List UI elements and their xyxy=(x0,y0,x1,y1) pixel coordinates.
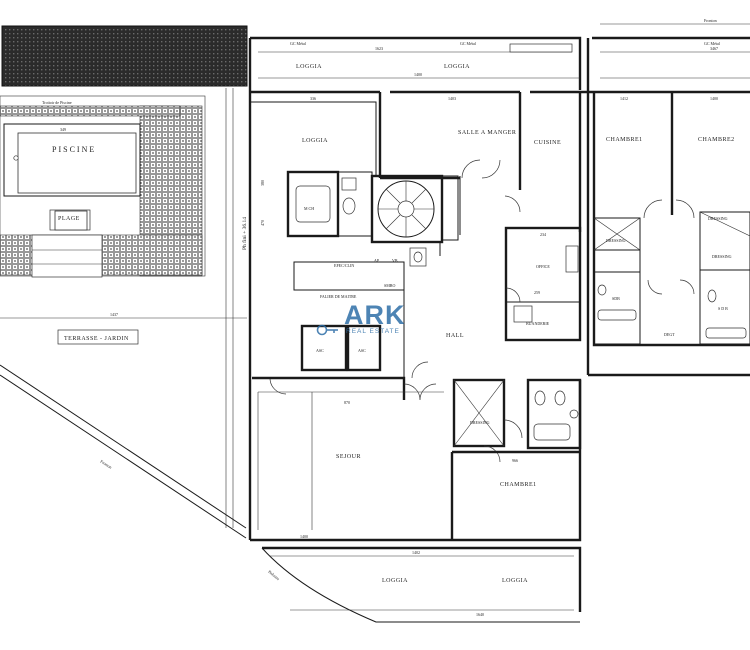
dim-top-3: 1400 xyxy=(414,72,422,77)
pool-outline xyxy=(3,123,141,197)
dim-dining: 1403 xyxy=(448,96,456,101)
dim-inner-loggia: 336 xyxy=(310,96,316,101)
pool-top-note: Trottoir de Piscine xyxy=(42,100,72,105)
pool-deck-outline xyxy=(0,95,206,277)
office-label: OFFICE xyxy=(536,264,550,269)
loggia-bottom1-label: LOGGIA xyxy=(382,578,408,584)
elevation-note: Ph fini + 36.14 xyxy=(241,217,248,250)
loggia-top-left-label: LOGGIA xyxy=(296,64,322,70)
ap-label: AP xyxy=(374,258,380,263)
beach-label: PLAGE xyxy=(58,216,80,222)
pool-dim: 349 xyxy=(60,127,66,132)
dim-left-1: 470 xyxy=(260,220,265,226)
outer-wall-top xyxy=(250,36,750,90)
efec-label: EFEC/CLIN xyxy=(334,263,354,268)
hall-label: HALL xyxy=(446,333,464,339)
terrace-label: TERRASSE - JARDIN xyxy=(64,336,129,342)
sdb1-label: SDB xyxy=(612,296,620,301)
pool-water xyxy=(17,132,137,194)
chambre2-label: CHAMBRE2 xyxy=(698,137,735,143)
outer-wall-right-wing xyxy=(586,38,750,377)
dim-top-2: 3467 xyxy=(710,46,718,51)
dim-bottom-1: 1402 xyxy=(412,550,420,555)
roof-hatch xyxy=(1,25,248,87)
outer-wall-bottom-top xyxy=(250,380,582,542)
terrace-dim: 1437 xyxy=(110,312,118,317)
dim-left-2: 380 xyxy=(260,180,265,186)
balustre-note: Balustre xyxy=(267,569,281,582)
chambre1-label: CHAMBRE1 xyxy=(606,137,643,143)
pool-drain xyxy=(13,155,19,161)
chambre3-label: CHAMBRE1 xyxy=(500,482,537,488)
sdb2-label: S D B xyxy=(718,306,728,311)
asc2-label: ASC xyxy=(358,348,366,353)
vb-label: VB xyxy=(392,258,398,263)
loggia-top-mid-label: LOGGIA xyxy=(444,64,470,70)
loggia-bottom2-label: LOGGIA xyxy=(502,578,528,584)
dim-ch2: 1400 xyxy=(710,96,718,101)
dim-office: 234 xyxy=(540,232,546,237)
dining-label: SALLE A MANGER xyxy=(458,130,516,136)
asc1-label: ASC xyxy=(316,348,324,353)
pool-steps xyxy=(31,234,103,278)
pool-beach-block xyxy=(54,210,88,231)
smbo-label: SMBO xyxy=(384,283,395,288)
fronton-left-note: Fronton xyxy=(99,459,112,470)
terrace-label-box xyxy=(57,329,139,345)
dim-living: 870 xyxy=(344,400,350,405)
dim-ch3: 966 xyxy=(512,458,518,463)
laundry-label: BUANDERIE xyxy=(526,321,550,326)
dressing3-label: DRESSING xyxy=(470,420,490,425)
dim-ch1: 1412 xyxy=(620,96,628,101)
dressing2-label: DRESSING xyxy=(712,254,732,259)
dressing-top-label: DRESSING xyxy=(708,216,728,221)
loggia-inner-label: LOGGIA xyxy=(302,138,328,144)
gc-note-1: GC Métal xyxy=(290,41,307,46)
pool-label: PISCINE xyxy=(52,145,96,154)
mch-label: M CH xyxy=(304,206,314,211)
dim-office-2: 259 xyxy=(534,290,540,295)
dim-bottom-2: 1640 xyxy=(476,612,484,617)
landing-label: FALIER DE MAITRE xyxy=(320,294,357,299)
gc-note-2: GC Métal xyxy=(460,41,477,46)
dgt-label: DEGT xyxy=(664,332,675,337)
pool-deck-tiles-top xyxy=(0,105,181,117)
dim-top-1: 1623 xyxy=(375,46,383,51)
dim-bottom-3: 1400 xyxy=(300,534,308,539)
kitchen-label: CUISINE xyxy=(534,140,561,146)
fronton-top-note: Fronton xyxy=(704,18,717,23)
top-planter xyxy=(509,43,573,53)
gc-note-3: GC Métal xyxy=(704,41,721,46)
living-label: SEJOUR xyxy=(336,454,361,460)
dressing1-label: DRESSING xyxy=(606,238,626,243)
